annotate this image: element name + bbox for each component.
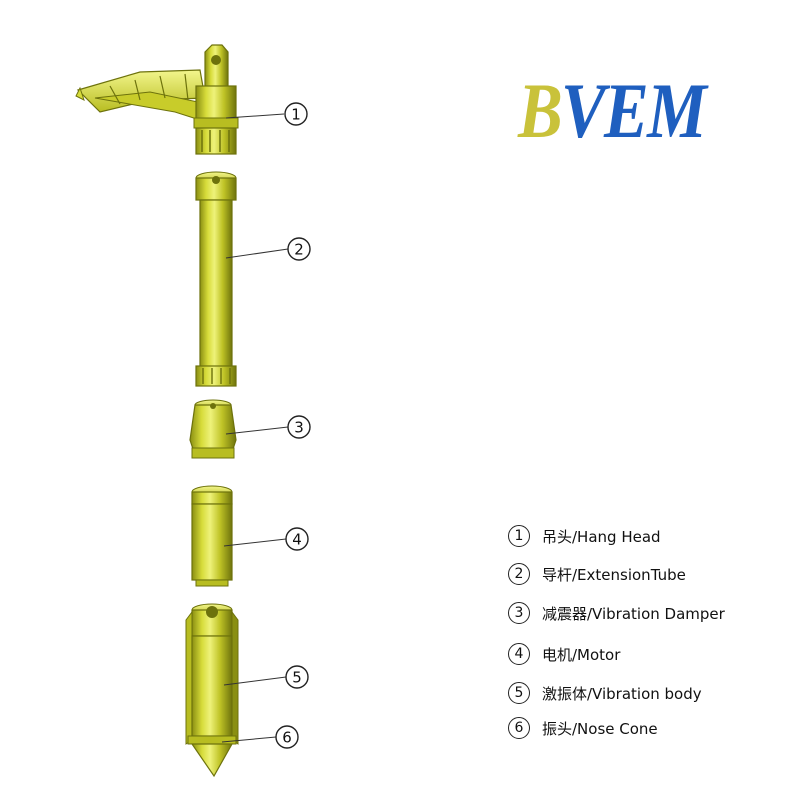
legend-number: 4	[508, 643, 530, 665]
callout-circle-1	[284, 102, 308, 126]
leader-line-6	[221, 736, 277, 743]
legend-item-nose-cone: 6 振头/Nose Cone	[508, 714, 658, 742]
extension-tube-part	[195, 171, 237, 387]
legend-number: 5	[508, 682, 530, 704]
leader-line-2	[225, 248, 289, 259]
legend-label: 导杆/ExtensionTube	[542, 565, 686, 584]
callout-number-6: 6	[282, 729, 292, 747]
legend-label: 振头/Nose Cone	[542, 719, 658, 738]
legend-label: 吊头/Hang Head	[542, 527, 661, 546]
legend-number: 2	[508, 563, 530, 585]
callout-circle-5	[285, 665, 309, 689]
legend-item-vibration-body: 5 激振体/Vibration body	[508, 679, 702, 707]
callout-number-1: 1	[291, 106, 301, 124]
vibration-body-part	[185, 603, 239, 745]
legend-label: 激振体/Vibration body	[542, 684, 702, 703]
logo-letters-vem: VEM	[561, 67, 707, 154]
legend-number: 1	[508, 525, 530, 547]
bvem-logo: BVEM	[518, 72, 724, 150]
hang-head-part	[75, 44, 239, 155]
callout-circle-2	[287, 237, 311, 261]
legend-label: 电机/Motor	[542, 645, 621, 664]
legend-number: 6	[508, 717, 530, 739]
callout-number-3: 3	[294, 419, 304, 437]
callout-number-2: 2	[294, 241, 304, 259]
callouts: 1 2 3 4 5 6	[275, 102, 311, 749]
callout-circle-3	[287, 415, 311, 439]
leader-line-5	[223, 676, 287, 686]
callout-circle-4	[285, 527, 309, 551]
leader-line-4	[223, 538, 287, 547]
nose-cone-part	[187, 735, 237, 778]
callout-number-5: 5	[292, 669, 302, 687]
vibration-damper-part	[189, 399, 237, 459]
callout-circle-6	[275, 725, 299, 749]
legend-item-hang-head: 1 吊头/Hang Head	[508, 522, 661, 550]
leader-line-1	[225, 113, 285, 119]
legend-item-extension-tube: 2 导杆/ExtensionTube	[508, 560, 686, 588]
legend-label: 减震器/Vibration Damper	[542, 604, 725, 623]
leader-line-3	[225, 426, 289, 435]
legend-item-motor: 4 电机/Motor	[508, 640, 620, 668]
leader-lines	[221, 113, 289, 743]
callout-number-4: 4	[292, 531, 302, 549]
logo-letter-b: B	[518, 67, 563, 154]
legend-number: 3	[508, 602, 530, 624]
motor-part	[191, 485, 233, 587]
legend-item-vibration-damper: 3 减震器/Vibration Damper	[508, 599, 725, 627]
